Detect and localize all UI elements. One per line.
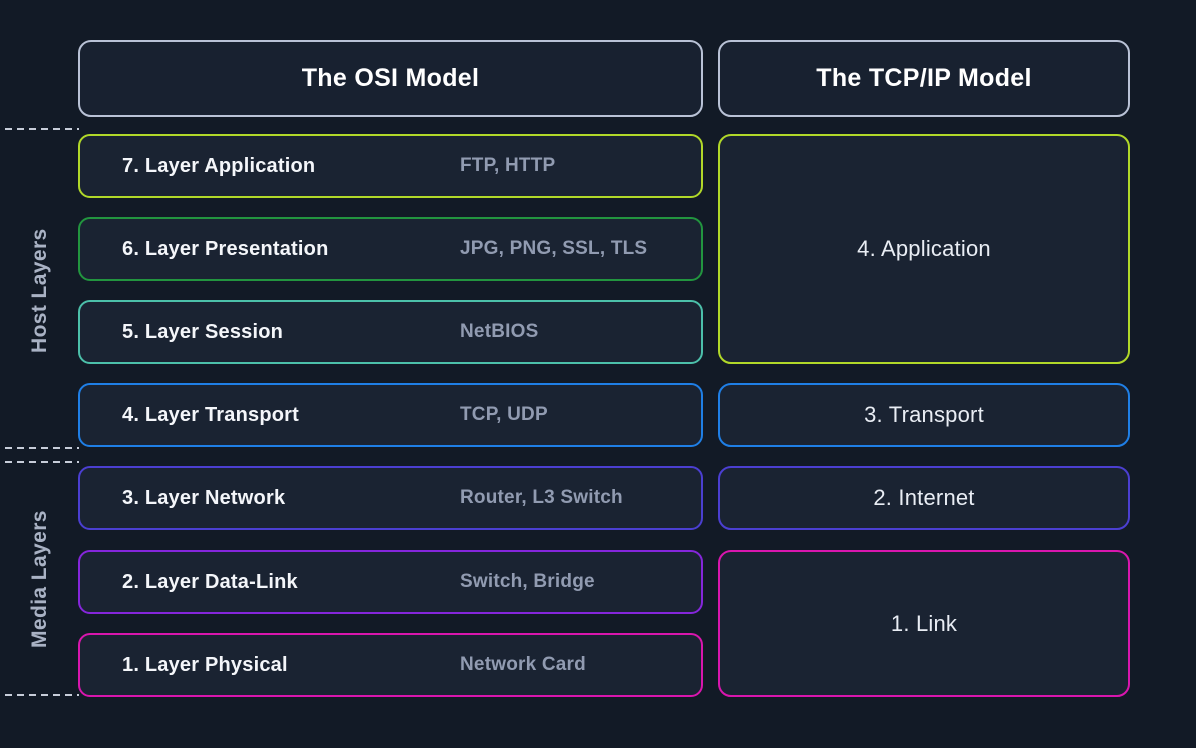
- layer-label: 3. Layer Network: [122, 486, 286, 509]
- osi-model-title: The OSI Model: [78, 40, 703, 117]
- layer-examples: TCP, UDP: [460, 404, 548, 425]
- osi-layer-transport: 4. Layer Transport TCP, UDP: [78, 383, 703, 447]
- layer-label: 4. Layer Transport: [122, 403, 299, 426]
- layer-examples: NetBIOS: [460, 321, 539, 342]
- tcpip-layer-application: 4. Application: [718, 134, 1130, 364]
- layer-examples: JPG, PNG, SSL, TLS: [460, 238, 648, 259]
- layer-label: 5. Layer Session: [122, 320, 284, 343]
- osi-layer-presentation: 6. Layer Presentation JPG, PNG, SSL, TLS: [78, 217, 703, 281]
- layer-label: 6. Layer Presentation: [122, 237, 329, 260]
- tcpip-layer-link: 1. Link: [718, 550, 1130, 697]
- layer-label: 7. Layer Application: [122, 154, 316, 177]
- dashed-divider-media-top: [5, 461, 79, 463]
- media-layers-label: Media Layers: [28, 510, 51, 648]
- osi-layer-network: 3. Layer Network Router, L3 Switch: [78, 466, 703, 530]
- dashed-divider-top: [5, 128, 79, 130]
- layer-label: 1. Layer Physical: [122, 653, 288, 676]
- layer-examples: Network Card: [460, 654, 586, 675]
- host-layers-label: Host Layers: [28, 228, 51, 353]
- osi-layer-session: 5. Layer Session NetBIOS: [78, 300, 703, 364]
- layer-examples: Router, L3 Switch: [460, 487, 623, 508]
- osi-layer-application: 7. Layer Application FTP, HTTP: [78, 134, 703, 198]
- tcpip-model-title: The TCP/IP Model: [718, 40, 1130, 117]
- layer-label: 2. Layer Data-Link: [122, 570, 298, 593]
- dashed-divider-host-bottom: [5, 447, 79, 449]
- tcpip-layer-transport: 3. Transport: [718, 383, 1130, 447]
- dashed-divider-bottom: [5, 694, 79, 696]
- layer-examples: Switch, Bridge: [460, 571, 595, 592]
- layer-examples: FTP, HTTP: [460, 155, 556, 176]
- osi-layer-physical: 1. Layer Physical Network Card: [78, 633, 703, 697]
- osi-layer-data-link: 2. Layer Data-Link Switch, Bridge: [78, 550, 703, 614]
- tcpip-layer-internet: 2. Internet: [718, 466, 1130, 530]
